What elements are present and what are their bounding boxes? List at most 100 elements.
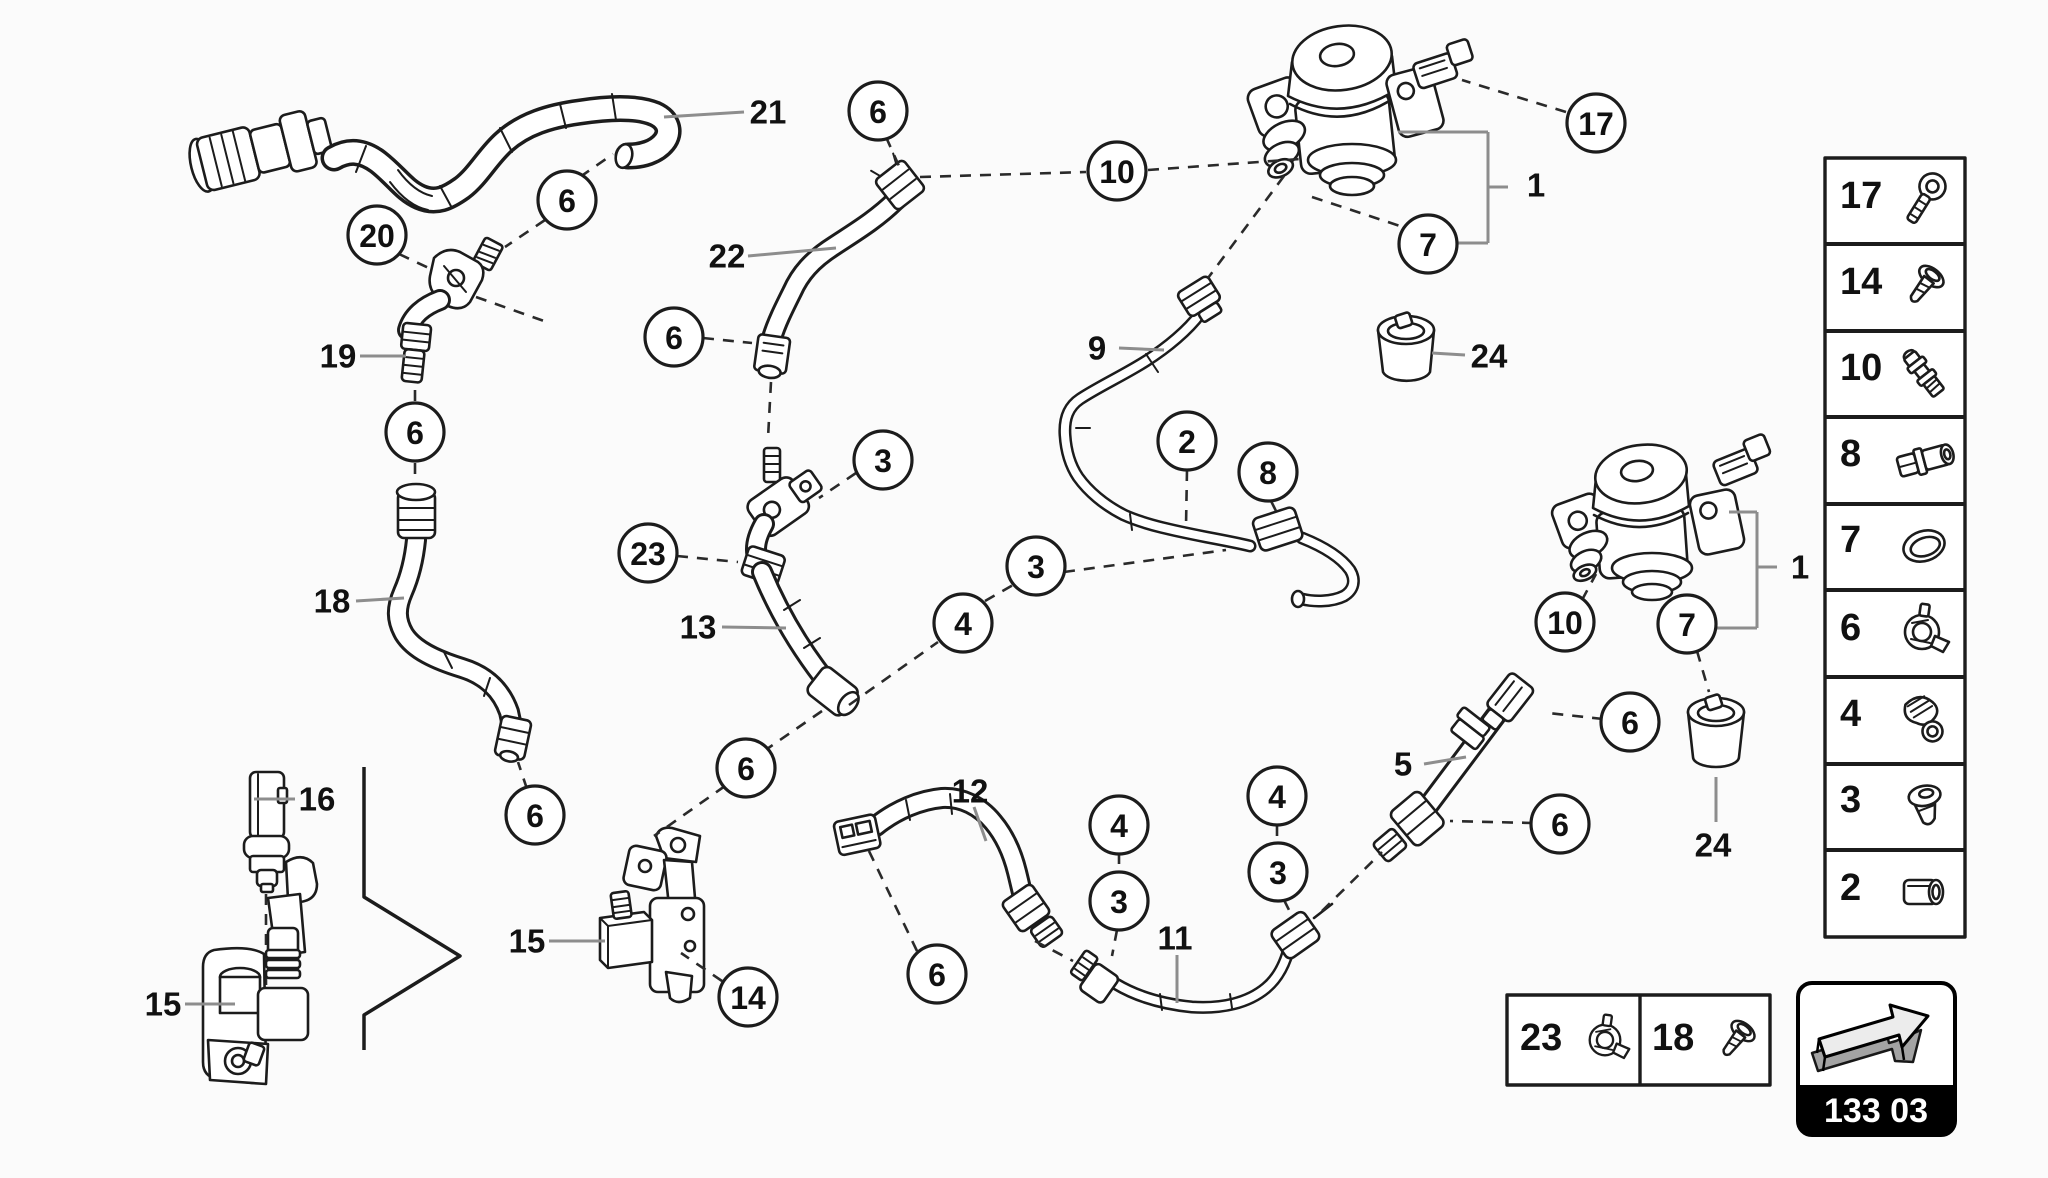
callout-3[interactable]: 3 (1247, 841, 1309, 903)
damper-24-right (1686, 693, 1746, 769)
callout-7[interactable]: 7 (1397, 213, 1459, 275)
svg-text:14: 14 (730, 980, 766, 1016)
svg-text:3: 3 (874, 443, 892, 479)
svg-text:10: 10 (1547, 605, 1583, 641)
part-label-16: 16 (299, 781, 336, 818)
svg-text:6: 6 (869, 94, 887, 130)
part-label-18: 18 (314, 583, 351, 620)
callout-3[interactable]: 3 (1088, 870, 1150, 932)
callout-4[interactable]: 4 (932, 592, 994, 654)
legend-row-6[interactable]: 6 (1840, 602, 1951, 654)
part-label-19: 19 (320, 338, 357, 375)
part-label-22: 22 (709, 238, 746, 275)
pan-head-screw-icon (1909, 264, 1945, 303)
svg-text:3: 3 (1269, 855, 1287, 891)
callout-7[interactable]: 7 (1656, 593, 1718, 655)
union-fitting-icon (1895, 443, 1955, 478)
part-label-15: 15 (145, 986, 182, 1023)
part-hose-12 (832, 786, 1064, 948)
fuel-pump-1 (1246, 24, 1474, 197)
hose-clamp-icon (1588, 1013, 1631, 1060)
footer-cell-18[interactable]: 18 (1652, 1017, 1758, 1063)
svg-text:4: 4 (954, 606, 972, 642)
svg-text:7: 7 (1678, 607, 1696, 643)
svg-text:6: 6 (526, 798, 544, 834)
legend-number: 8 (1840, 433, 1861, 475)
part-label-13: 13 (680, 609, 717, 646)
callout-3[interactable]: 3 (852, 429, 914, 491)
part-hose-22 (753, 152, 926, 380)
legend-row-7[interactable]: 7 (1840, 519, 1949, 567)
legend-number: 6 (1840, 607, 1861, 649)
callout-3[interactable]: 3 (1005, 535, 1067, 597)
svg-text:7: 7 (1419, 227, 1437, 263)
footer-cell-23[interactable]: 23 (1520, 1013, 1631, 1060)
part-label-24: 24 (1695, 827, 1732, 864)
legend-row-10[interactable]: 10 (1840, 346, 1947, 399)
pan-head-screw-icon (1722, 1019, 1756, 1057)
callout-6[interactable]: 6 (1599, 691, 1661, 753)
legend-number: 14 (1840, 261, 1882, 303)
legend-row-3[interactable]: 3 (1840, 779, 1945, 827)
svg-text:20: 20 (359, 218, 395, 254)
callout-6[interactable]: 6 (847, 80, 909, 142)
part-label-5: 5 (1394, 746, 1412, 783)
footer-number: 23 (1520, 1017, 1562, 1059)
legend-number: 3 (1840, 779, 1861, 821)
svg-text:6: 6 (737, 751, 755, 787)
svg-text:6: 6 (928, 957, 946, 993)
part-19-pipe (397, 289, 451, 384)
socket-head-bolt-icon (1906, 172, 1947, 225)
callout-2[interactable]: 2 (1156, 410, 1218, 472)
part-pipe-11 (1069, 902, 1334, 1014)
legend-number: 10 (1840, 347, 1882, 389)
callout-14[interactable]: 14 (717, 966, 779, 1028)
svg-text:6: 6 (406, 415, 424, 451)
callout-20[interactable]: 20 (346, 204, 408, 266)
svg-text:8: 8 (1259, 455, 1277, 491)
svg-text:10: 10 (1099, 154, 1135, 190)
part-label-1: 1 (1791, 549, 1809, 586)
svg-text:6: 6 (665, 320, 683, 356)
part-label-12: 12 (952, 773, 989, 810)
legend-row-4[interactable]: 4 (1840, 693, 1944, 745)
callout-6[interactable]: 6 (1529, 793, 1591, 855)
svg-text:4: 4 (1268, 779, 1286, 815)
leader-lines (185, 110, 1777, 1006)
legend-row-2[interactable]: 2 (1840, 867, 1945, 909)
holder-clip-icon (1903, 695, 1944, 743)
hose-clamp-icon (1903, 602, 1951, 654)
callout-10[interactable]: 10 (1086, 140, 1148, 202)
section-badge[interactable]: 133 03 (1796, 981, 1957, 1137)
part-hose-18 (386, 482, 533, 763)
callout-6[interactable]: 6 (715, 737, 777, 799)
legend-row-14[interactable]: 14 (1840, 261, 1947, 310)
callout-6[interactable]: 6 (643, 306, 705, 368)
footer-number: 18 (1652, 1017, 1694, 1059)
part-label-24: 24 (1471, 338, 1508, 375)
callout-4[interactable]: 4 (1246, 765, 1308, 827)
sleeve-bush-icon (1902, 878, 1945, 906)
badge-code: 133 03 (1824, 1092, 1928, 1130)
callout-17[interactable]: 17 (1565, 92, 1627, 154)
callout-23[interactable]: 23 (617, 522, 679, 584)
callout-10[interactable]: 10 (1534, 591, 1596, 653)
callout-6[interactable]: 6 (536, 169, 598, 231)
svg-text:23: 23 (630, 536, 666, 572)
callout-6[interactable]: 6 (906, 943, 968, 1005)
legend-row-8[interactable]: 8 (1840, 433, 1956, 480)
svg-text:4: 4 (1110, 808, 1128, 844)
part-label-9: 9 (1088, 330, 1106, 367)
callout-6[interactable]: 6 (504, 784, 566, 846)
callout-8[interactable]: 8 (1237, 441, 1299, 503)
legend-row-17[interactable]: 17 (1840, 169, 1950, 229)
svg-text:2: 2 (1178, 424, 1196, 460)
callout-6[interactable]: 6 (384, 401, 446, 463)
svg-text:6: 6 (1621, 705, 1639, 741)
threaded-fitting-icon (1902, 348, 1945, 398)
callout-4[interactable]: 4 (1088, 794, 1150, 856)
legend-number: 4 (1840, 693, 1861, 735)
legend-number: 7 (1840, 519, 1861, 561)
